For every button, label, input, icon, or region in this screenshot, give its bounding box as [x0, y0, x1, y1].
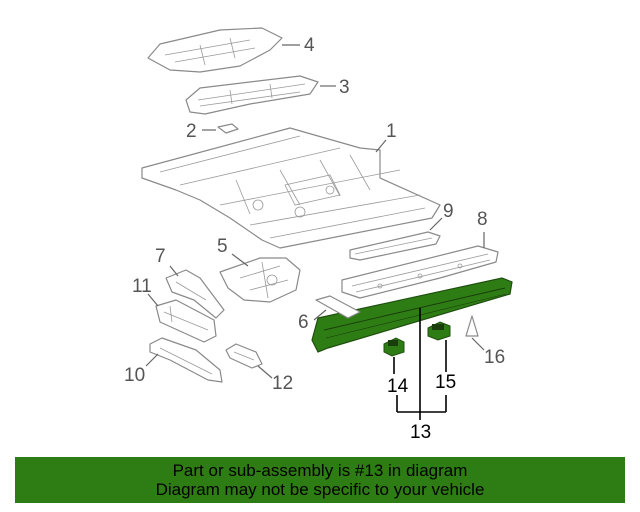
callout-16: 16 — [484, 347, 505, 368]
banner-line-2: Diagram may not be specific to your vehi… — [155, 480, 485, 499]
callout-7-leader — [169, 265, 179, 277]
callout-6: 6 — [298, 312, 309, 333]
callout-15: 15 — [435, 372, 456, 393]
part-info-banner: Part or sub-assembly is #13 in diagram D… — [15, 457, 625, 503]
callout-10: 10 — [124, 365, 145, 386]
callout-1-leader — [375, 139, 387, 153]
callout-12: 12 — [272, 373, 293, 394]
callout-13-leader — [396, 308, 447, 420]
callout-4: 4 — [304, 35, 315, 56]
part-9-rail — [349, 231, 441, 261]
callout-1: 1 — [386, 121, 397, 142]
callout-5-leader — [231, 253, 249, 267]
part-5-bracket — [219, 257, 301, 303]
callout-10-leader — [145, 353, 159, 367]
callout-11-leader — [147, 293, 159, 307]
part-8-reinforcement — [341, 245, 499, 299]
part-10-member — [149, 337, 223, 383]
part-16-bracket — [465, 315, 479, 337]
part-15-clip — [427, 321, 451, 341]
callout-11: 11 — [132, 276, 152, 297]
parts-diagram: 4 3 2 1 9 8 — [124, 27, 513, 443]
part-4-panel — [147, 27, 283, 73]
callout-16-leader — [471, 337, 485, 351]
callout-7: 7 — [155, 246, 166, 267]
callout-9-leader — [429, 217, 443, 231]
part-2-plate — [217, 123, 239, 134]
part-13-rocker-panel — [311, 277, 513, 353]
callout-3: 3 — [339, 77, 350, 98]
callout-9: 9 — [443, 201, 454, 222]
part-6-strip — [315, 295, 361, 319]
part-11-member — [155, 299, 217, 343]
callout-8: 8 — [477, 209, 488, 230]
callout-12-leader — [257, 365, 273, 379]
part-7-brace — [165, 269, 225, 319]
part-12-bracket — [225, 343, 263, 369]
banner-line-1: Part or sub-assembly is #13 in diagram — [172, 461, 468, 480]
callout-5: 5 — [217, 236, 228, 257]
part-14-clip — [383, 337, 405, 357]
callout-6-leader — [313, 309, 327, 321]
callout-14: 14 — [387, 376, 409, 397]
callout-2: 2 — [186, 121, 197, 142]
callout-13: 13 — [410, 422, 431, 443]
part-1-floor-pan — [141, 127, 441, 249]
part-3-crossmember — [185, 75, 319, 115]
